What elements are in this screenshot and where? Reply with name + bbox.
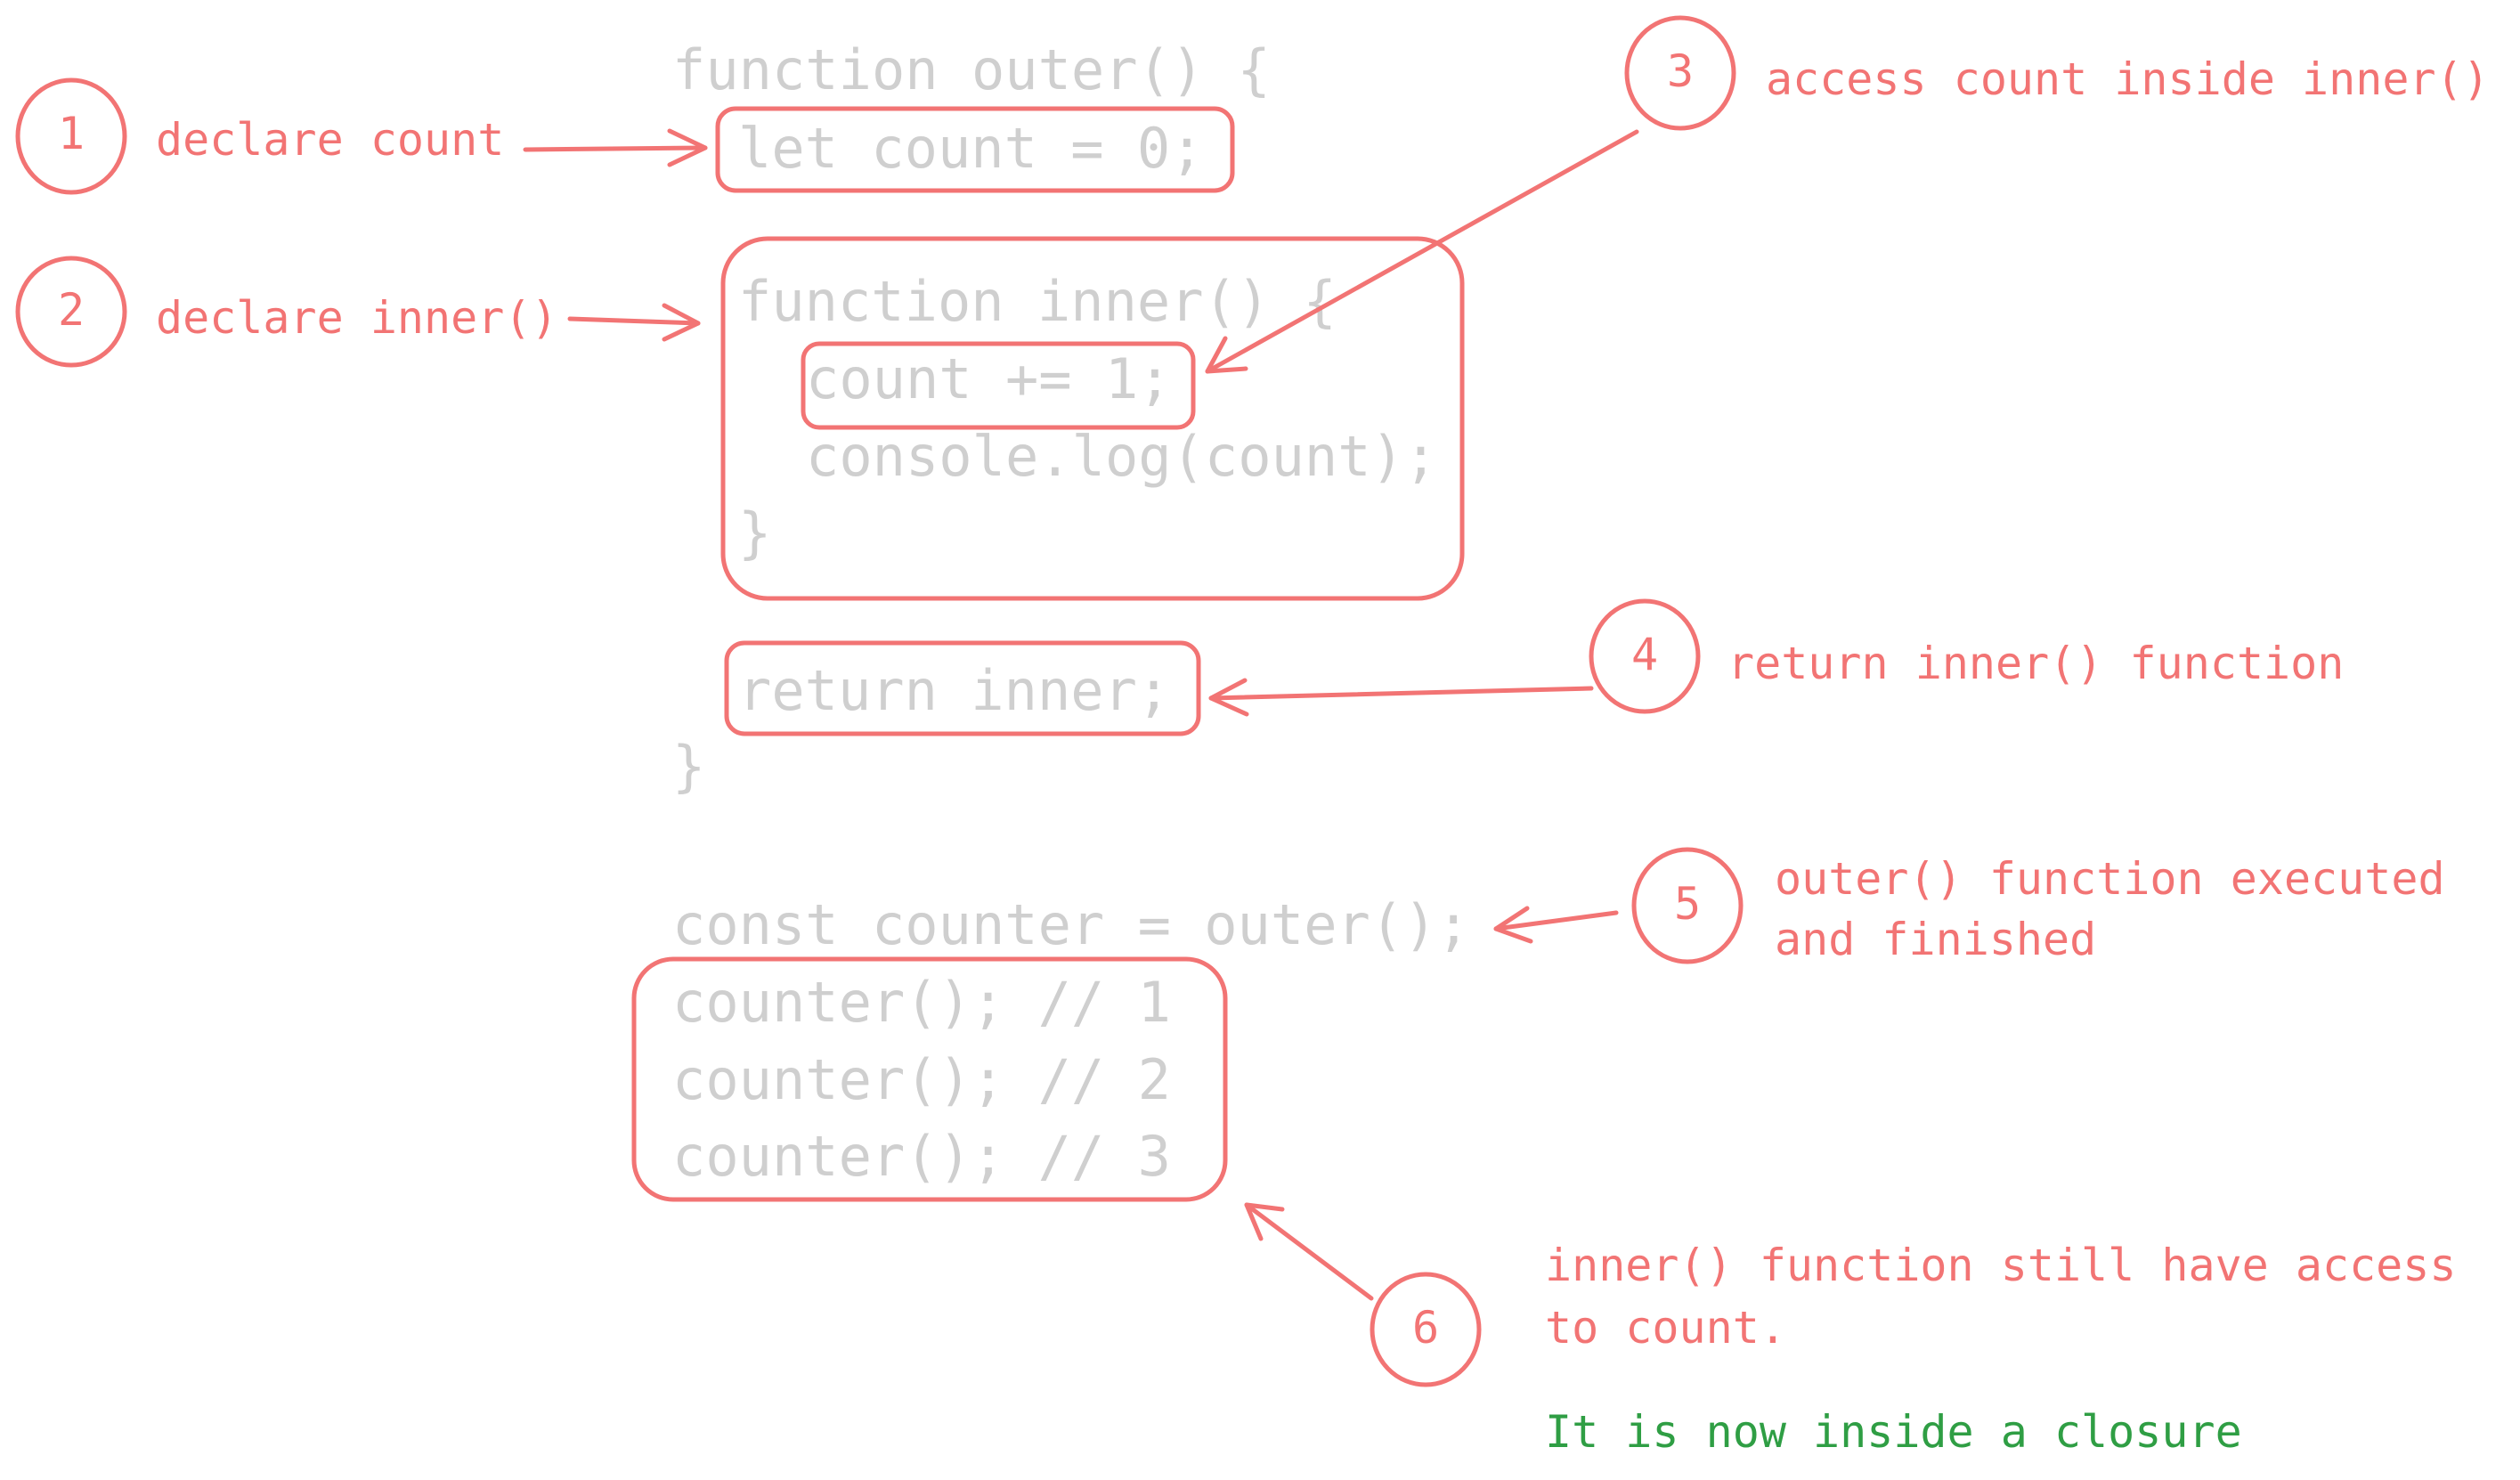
- step-6-circle: [1370, 1272, 1482, 1387]
- step-3-number: 3: [1666, 45, 1695, 97]
- arrow-step-3-head: [1205, 336, 1248, 374]
- step-4-circle: [1589, 598, 1701, 714]
- step-5-label-line-1: outer() function executed: [1775, 853, 2445, 905]
- highlight-box-count-increment: [801, 341, 1196, 430]
- code-inner-open: function inner() {: [738, 269, 1337, 334]
- step-4-label: return inner() function: [1727, 638, 2345, 689]
- code-count-increment: count += 1;: [806, 346, 1172, 411]
- step-1-circle: [15, 77, 127, 195]
- arrow-step-4: [1208, 686, 1594, 701]
- arrow-step-2-head: [662, 303, 701, 342]
- arrow-step-3: [1205, 129, 1639, 374]
- step-6-number: 6: [1411, 1302, 1440, 1354]
- code-return-inner: return inner;: [738, 658, 1171, 723]
- code-outer-close: }: [672, 734, 706, 799]
- code-const-counter: const counter = outer();: [672, 892, 1470, 957]
- step-2-circle: [15, 256, 127, 368]
- step-1-number: 1: [57, 108, 85, 159]
- highlight-box-counter-calls: [631, 956, 1228, 1202]
- step-6-label-line-2: to count.: [1545, 1302, 1786, 1354]
- step-2-label: declare inner(): [156, 292, 558, 344]
- step-2-number: 2: [57, 284, 85, 336]
- highlight-box-return-inner: [724, 640, 1201, 736]
- arrow-step-2: [567, 316, 701, 326]
- arrow-step-1: [523, 145, 708, 152]
- code-outer-open: function outer() {: [672, 37, 1271, 102]
- code-call-2: counter(); // 2: [672, 1047, 1171, 1112]
- arrow-step-6-head: [1244, 1202, 1285, 1241]
- step-3-label: access count inside inner(): [1766, 53, 2490, 105]
- highlight-box-let-count: [715, 106, 1235, 193]
- step-1-label: declare count: [156, 114, 505, 166]
- arrow-step-5-head: [1493, 906, 1533, 944]
- code-let-count: let count = 0;: [738, 116, 1204, 181]
- arrow-step-1-head: [667, 128, 708, 167]
- arrow-step-5: [1493, 910, 1619, 931]
- step-6-label-line-1: inner() function still have access: [1545, 1240, 2457, 1291]
- arrow-step-4-head: [1208, 678, 1249, 717]
- code-inner-close: }: [738, 500, 772, 565]
- step-5-label-line-2: and finished: [1775, 914, 2097, 965]
- step-5-number: 5: [1673, 878, 1702, 930]
- closure-conclusion: It is now inside a closure: [1545, 1406, 2242, 1458]
- step-3-circle: [1624, 15, 1736, 131]
- arrow-step-6: [1244, 1202, 1374, 1301]
- code-call-3: counter(); // 3: [672, 1124, 1171, 1189]
- code-console-log: console.log(count);: [806, 424, 1438, 489]
- step-5-circle: [1631, 847, 1744, 964]
- step-4-number: 4: [1630, 629, 1659, 680]
- highlight-box-inner-function: [720, 236, 1465, 601]
- code-call-1: counter(); // 1: [672, 970, 1171, 1035]
